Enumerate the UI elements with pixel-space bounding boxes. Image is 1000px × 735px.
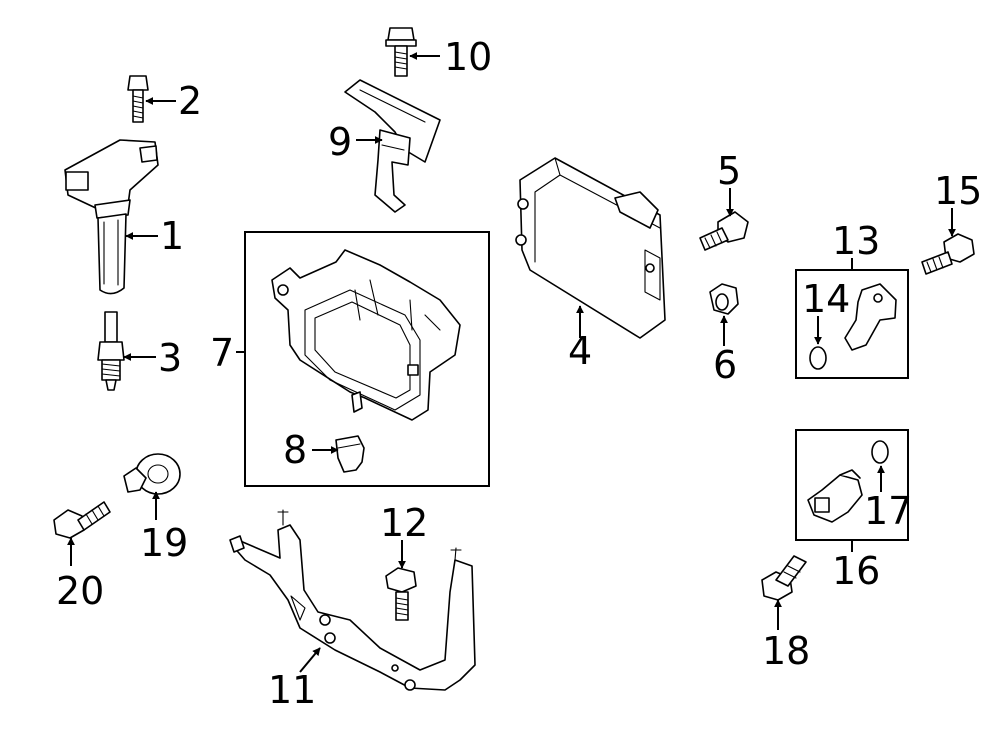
callout-12: 12 — [380, 501, 428, 545]
part-8-clip — [335, 435, 365, 473]
callout-4: 4 — [568, 329, 592, 373]
part-4-control-module — [515, 157, 666, 339]
callout-9: 9 — [328, 120, 352, 164]
part-9-bracket — [344, 79, 441, 213]
callout-13: 13 — [832, 219, 880, 263]
callout-5: 5 — [717, 149, 741, 193]
part-18-bolt — [761, 555, 807, 601]
callout-labels: 1 2 3 4 5 6 7 8 9 10 11 12 13 14 15 16 1… — [56, 35, 982, 712]
part-12-bolt — [385, 567, 417, 621]
part-19-knock-sensor — [123, 453, 181, 495]
part-13-sensor-group — [795, 269, 909, 379]
callout-3: 3 — [158, 336, 182, 380]
part-15-bolt — [921, 233, 975, 275]
part-7-bracket-assembly — [244, 231, 490, 487]
part-20-bolt — [53, 501, 111, 539]
callout-11: 11 — [268, 668, 316, 712]
part-1-ignition-coil — [64, 139, 159, 295]
callout-19: 19 — [140, 521, 188, 565]
callout-7: 7 — [210, 331, 234, 375]
part-3-spark-plug — [97, 311, 125, 391]
part-10-bolt — [385, 27, 417, 77]
callout-20: 20 — [56, 569, 104, 613]
callout-14: 14 — [802, 277, 850, 321]
callout-15: 15 — [934, 169, 982, 213]
arrow-11 — [299, 647, 321, 673]
part-7-frame — [244, 231, 490, 487]
part-11-lower-bracket — [229, 509, 476, 691]
callout-16: 16 — [832, 549, 880, 593]
callout-6: 6 — [713, 343, 737, 387]
leader-arrows — [67, 52, 956, 673]
part-14-o-ring — [809, 346, 827, 370]
part-2-bolt — [127, 75, 149, 123]
callout-2: 2 — [178, 79, 202, 123]
callout-8: 8 — [283, 428, 307, 472]
part-5-bolt — [699, 211, 749, 251]
callout-17: 17 — [864, 489, 912, 533]
callout-1: 1 — [160, 214, 184, 258]
callout-18: 18 — [762, 629, 810, 673]
part-6-nut — [709, 283, 739, 315]
part-17-o-ring — [871, 440, 889, 464]
callout-10: 10 — [444, 35, 492, 79]
